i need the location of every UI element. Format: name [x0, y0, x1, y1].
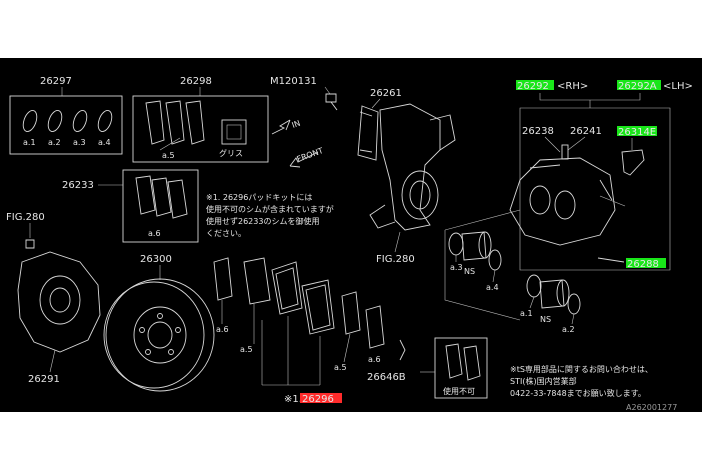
svg-text:※tS専用部品に関するお問い合わせは、: ※tS専用部品に関するお問い合わせは、	[510, 364, 653, 374]
svg-text:<RH>: <RH>	[557, 81, 588, 92]
svg-text:a.6: a.6	[216, 325, 229, 334]
pad-kit-note: ※1. 26296パッドキットには 使用不可のシムが含まれていますが 使用せず2…	[206, 193, 334, 238]
grease-packet	[221, 119, 247, 145]
svg-text:a.4: a.4	[98, 138, 111, 147]
svg-text:NS: NS	[540, 315, 551, 324]
svg-text:a.6: a.6	[368, 355, 381, 364]
caliper-group: 26292 <RH> 26292A <LH> 26238 26241 26314…	[444, 80, 693, 334]
part-label-26314e[interactable]: 26314E	[618, 127, 656, 138]
part-label-26233[interactable]: 26233	[62, 180, 94, 191]
svg-text:a.5: a.5	[162, 151, 175, 160]
brake-rotor-26300: 26300	[103, 254, 215, 392]
svg-text:a.3: a.3	[73, 138, 86, 147]
piston-seals-lower: a.1 NS a.2	[520, 274, 581, 334]
svg-text:使用不可のシムが含まれていますが: 使用不可のシムが含まれていますが	[206, 204, 334, 214]
part-label-26646b[interactable]: 26646B	[367, 372, 406, 383]
part-label-26292a-lh[interactable]: 26292A	[618, 81, 657, 92]
svg-text:0422-33-7848までお願い致します。: 0422-33-7848までお願い致します。	[510, 388, 646, 398]
part-label-26300[interactable]: 26300	[140, 254, 172, 265]
svg-text:グリス: グリス	[219, 148, 243, 158]
diagram-id: A262001277	[626, 403, 677, 412]
bolt-and-knuckle: M120131 26261 FIG.280	[270, 76, 456, 265]
pad-kit-26296: a.6 a.5 a.5 a.6 26646B ※1. 26296	[213, 257, 406, 405]
part-group-26297: 26297 a.1 a.2 a.3 a.4	[9, 76, 123, 155]
svg-text:使用せず26233のシムを御使用: 使用せず26233のシムを御使用	[206, 216, 319, 226]
part-label-fig280-mid[interactable]: FIG.280	[376, 254, 415, 265]
part-label-26292-rh[interactable]: 26292	[517, 81, 549, 92]
svg-text:a.4: a.4	[486, 283, 499, 292]
svg-text:IN: IN	[291, 119, 302, 130]
dust-cover-26291: FIG.280 26291	[6, 212, 101, 385]
part-label-26298[interactable]: 26298	[180, 76, 212, 87]
part-label-26261[interactable]: 26261	[370, 88, 402, 99]
svg-text:a.5: a.5	[334, 363, 347, 372]
svg-text:a.2: a.2	[48, 138, 61, 147]
part-label-26241[interactable]: 26241	[570, 126, 602, 137]
arrow-front-icon	[289, 151, 319, 168]
part-label-26291[interactable]: 26291	[28, 374, 60, 385]
svg-text:使用不可: 使用不可	[443, 386, 475, 396]
svg-text:a.3: a.3	[450, 263, 463, 272]
part-label-26297[interactable]: 26297	[40, 76, 72, 87]
svg-text:ください。: ください。	[206, 229, 246, 238]
svg-text:a.2: a.2	[562, 325, 575, 334]
svg-text:a.5: a.5	[240, 345, 253, 354]
svg-text:※1. 26296パッドキットには: ※1. 26296パッドキットには	[206, 193, 312, 202]
unusable-shim-box: 使用不可	[420, 337, 488, 399]
svg-text:※1.: ※1.	[284, 394, 302, 405]
pad-shims	[145, 100, 205, 145]
part-label-26288[interactable]: 26288	[627, 259, 659, 270]
shim-rings	[22, 110, 113, 132]
brake-parts-diagram: 26297 a.1 a.2 a.3 a.4 26298 a.5 グリス	[0, 58, 702, 412]
sti-contact-note: ※tS専用部品に関するお問い合わせは、 STI(株)国内営業部 0422-33-…	[510, 364, 653, 398]
part-label-26238[interactable]: 26238	[522, 126, 554, 137]
part-label-fig280-left[interactable]: FIG.280	[6, 212, 45, 223]
svg-text:NS: NS	[464, 267, 475, 276]
svg-text:a.6: a.6	[148, 229, 161, 238]
part-group-26233: 26233 a.6	[62, 169, 199, 243]
svg-text:STI(株)国内営業部: STI(株)国内営業部	[510, 376, 577, 386]
part-label-26296[interactable]: 26296	[302, 394, 334, 405]
svg-text:<LH>: <LH>	[663, 81, 693, 92]
arrow-in-icon	[271, 119, 291, 135]
svg-text:a.1: a.1	[23, 138, 36, 147]
svg-text:a.1: a.1	[520, 309, 533, 318]
part-label-m120131[interactable]: M120131	[270, 76, 317, 87]
piston-seals-upper: a.3 NS a.4	[448, 231, 502, 292]
part-group-26298: 26298 a.5 グリス	[132, 76, 269, 163]
